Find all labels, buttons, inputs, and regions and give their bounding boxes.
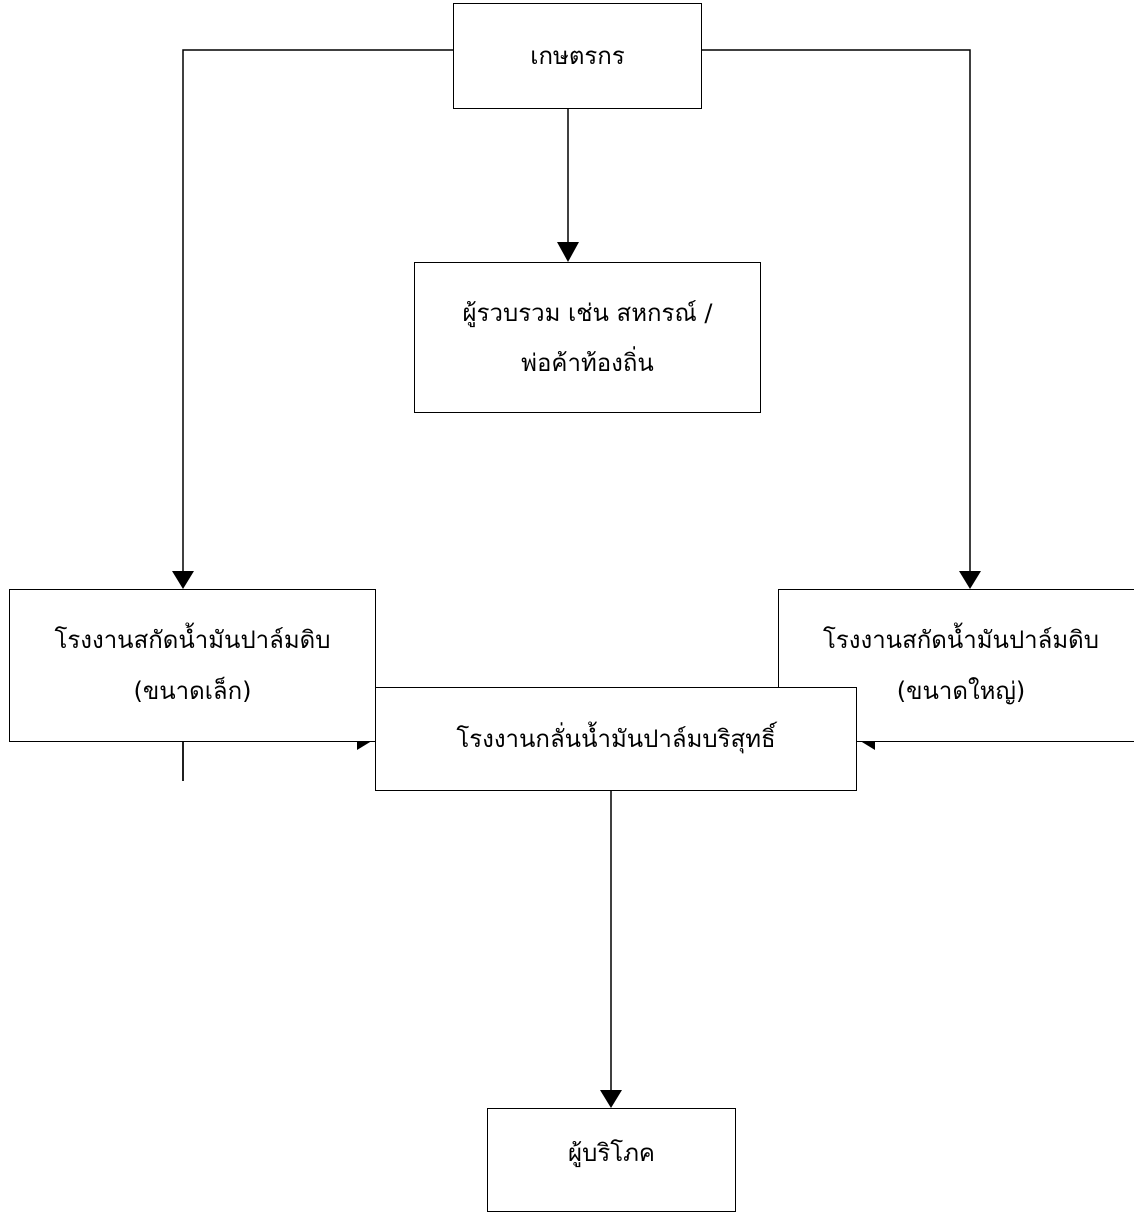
arrow-farmer-to-large-mill xyxy=(702,49,971,572)
small-mill-box: โรงงานสกัดน้ำมันปาล์มดิบ (ขนาดเล็ก) xyxy=(9,589,376,742)
large-mill-label-line-2: (ขนาดใหญ่) xyxy=(896,677,1026,705)
farmer-label: เกษตรกร xyxy=(530,42,625,70)
refinery-box: โรงงานกลั่นน้ำมันปาล์มบริสุทธิ์ xyxy=(375,687,857,791)
small-mill-label-line-1: โรงงานสกัดน้ำมันปาล์มดิบ xyxy=(54,626,331,654)
large-mill-label-line-1: โรงงานสกัดน้ำมันปาล์มดิบ xyxy=(822,626,1100,654)
farmer-box: เกษตรกร xyxy=(453,3,702,109)
collector-label-line-1: ผู้รวบรวม เช่น สหกรณ์ / xyxy=(462,298,713,327)
collector-label-line-2: พ่อค้าท้องถิ่น xyxy=(521,348,654,377)
arrow-farmer-to-small-mill xyxy=(182,49,453,572)
refinery-label: โรงงานกลั่นน้ำมันปาล์มบริสุทธิ์ xyxy=(456,725,776,753)
arrowhead-consumer xyxy=(600,1090,622,1108)
collector-box: ผู้รวบรวม เช่น สหกรณ์ / พ่อค้าท้องถิ่น xyxy=(414,262,761,413)
consumer-label: ผู้บริโภค xyxy=(568,1139,655,1167)
small-mill-label-line-2: (ขนาดเล็ก) xyxy=(133,677,252,705)
consumer-box: ผู้บริโภค xyxy=(487,1108,736,1212)
arrowhead-collector xyxy=(557,242,579,262)
arrowhead-large-mill xyxy=(959,571,981,589)
arrowhead-small-mill xyxy=(172,571,194,589)
